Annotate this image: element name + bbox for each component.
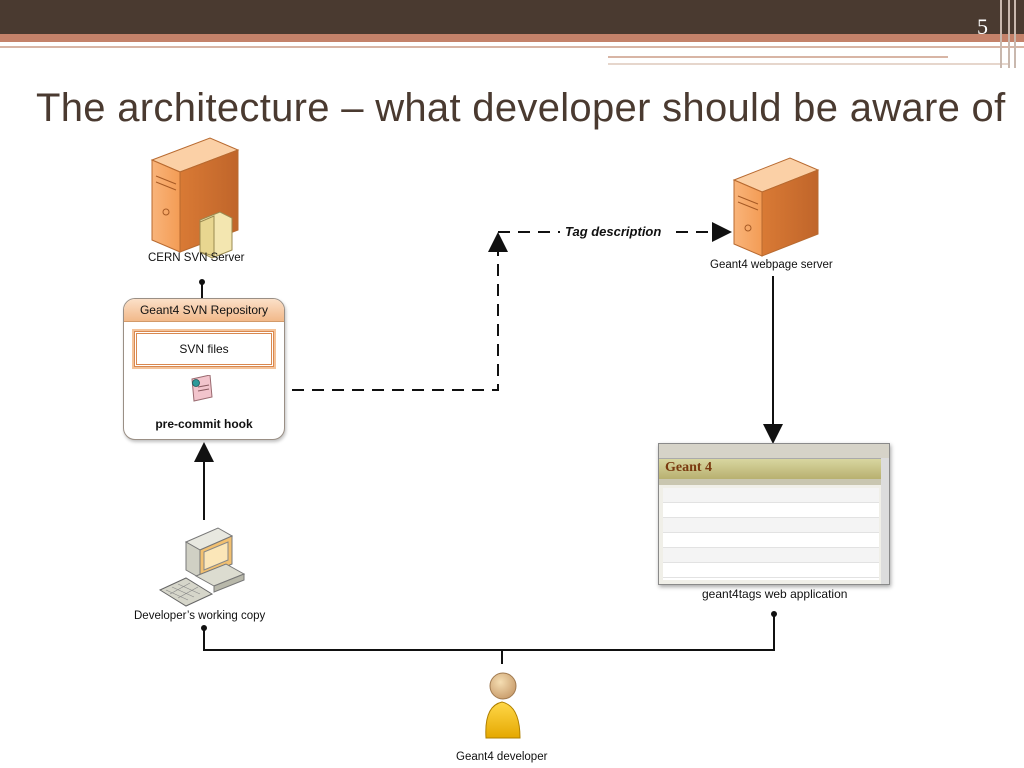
header-stripe: [0, 34, 1024, 42]
table-row: [663, 503, 879, 518]
header-line: [0, 46, 1024, 48]
table-row: [663, 488, 879, 503]
webpage-server-label: Geant4 webpage server: [710, 259, 833, 271]
webapp-table: [663, 488, 879, 580]
table-row: [663, 518, 879, 533]
cern-server-label: CERN SVN Server: [148, 252, 245, 264]
repository-title: Geant4 SVN Repository: [124, 299, 284, 322]
certificate-icon: [190, 374, 213, 402]
tag-description-label: Tag description: [563, 224, 664, 239]
webapp-nav: [659, 479, 889, 485]
header-vbar: [1000, 0, 1002, 68]
webapp-logo: Geant 4: [659, 459, 889, 479]
computer-icon: [158, 527, 246, 607]
header-line-short-2: [608, 63, 1008, 65]
table-row: [663, 563, 879, 578]
slide-title: The architecture – what developer should…: [36, 86, 1006, 130]
webpage-server-icon: [732, 157, 820, 257]
developer-label: Geant4 developer: [456, 751, 548, 763]
header-vbar: [1008, 0, 1010, 68]
header-line-short: [608, 56, 948, 58]
cern-svn-server-icon: [150, 137, 240, 259]
page-number: 5: [977, 14, 988, 39]
svn-files-box: SVN files: [132, 329, 276, 369]
svn-repository-box: Geant4 SVN Repository SVN files pre-comm…: [123, 298, 285, 440]
table-row: [663, 548, 879, 563]
webapp-screenshot: Geant 4: [658, 443, 890, 585]
hook-dashed-arrow: [232, 232, 508, 391]
table-row: [663, 533, 879, 548]
header-bar: [0, 0, 1024, 34]
webapp-scrollbar: [881, 458, 889, 584]
header-vbar: [1014, 0, 1016, 68]
developer-person-icon: [485, 672, 521, 739]
working-copy-label: Developer’s working copy: [134, 610, 266, 622]
pre-commit-hook-label: pre-commit hook: [155, 417, 253, 431]
developer-bracket-line: [203, 614, 775, 651]
webapp-label: geant4tags web application: [702, 587, 848, 601]
browser-bar: [659, 444, 889, 459]
